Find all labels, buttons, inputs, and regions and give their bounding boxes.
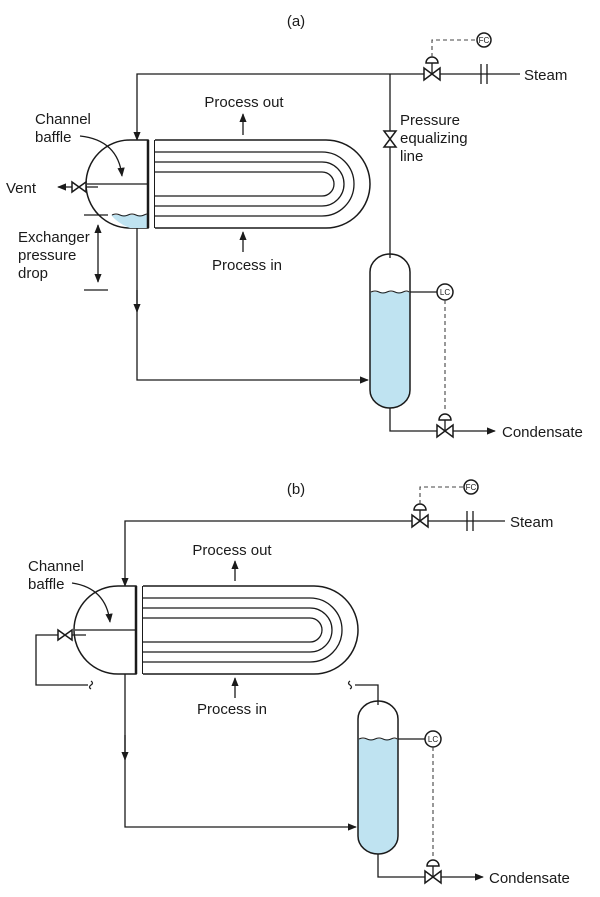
pipe-break-icon [347, 680, 353, 690]
shell-body [155, 139, 371, 229]
lc-label: LC [440, 288, 450, 297]
panel-a: (a) Steam FC Pressure equalizing [6, 13, 583, 441]
pressure-drop-label-3: drop [18, 265, 48, 282]
lc-label: LC [428, 735, 438, 744]
process-out-label: Process out [204, 94, 284, 111]
level-controller-icon: LC [424, 730, 442, 748]
panel-b-label: (b) [287, 481, 305, 498]
level-controller-icon: LC [436, 283, 454, 301]
process-in-label: Process in [197, 701, 267, 718]
pressure-equalizing-line-3: line [400, 148, 423, 165]
drum-inlet-pipe [136, 312, 369, 384]
fc-signal-line [431, 39, 477, 57]
condensate-label: Condensate [502, 424, 583, 441]
heat-exchanger [73, 585, 359, 675]
drum-liquid [370, 292, 410, 408]
steam-header-pipe [133, 73, 520, 141]
pressure-drop-label-2: pressure [18, 247, 76, 264]
condensate-label: Condensate [489, 870, 570, 887]
control-valve-icon [411, 503, 429, 529]
valve-icon [57, 628, 73, 642]
fc-label: FC [466, 483, 477, 492]
orifice-plate-icon [480, 64, 488, 84]
panel-a-label: (a) [287, 13, 305, 30]
control-valve-icon [436, 413, 454, 439]
condensate-line [389, 408, 496, 435]
flow-controller-icon: FC [463, 479, 479, 495]
valve-icon [71, 180, 87, 194]
pressure-equalizing-line-1: Pressure [400, 112, 460, 129]
pressure-equalizing-line-2: equalizing [400, 130, 468, 147]
pipe-break-icon [88, 680, 94, 690]
steam-header-pipe [121, 520, 505, 587]
orifice-plate-icon [466, 511, 474, 531]
channel-baffle-label-2: baffle [35, 129, 71, 146]
condensate-drum [357, 700, 399, 855]
steam-label: Steam [524, 67, 567, 84]
channel-baffle-arrow [71, 582, 113, 623]
drum-vent-stub [355, 684, 379, 705]
channel-baffle-label-1: Channel [35, 111, 91, 128]
process-in-label: Process in [212, 257, 282, 274]
channel-baffle-arrow [79, 135, 125, 177]
fc-label: FC [479, 36, 490, 45]
fc-signal-line [419, 486, 464, 504]
valve-icon [382, 130, 398, 148]
channel-baffle-label-1: Channel [28, 558, 84, 575]
drum-inlet-pipe [124, 760, 357, 831]
control-valve-icon [424, 859, 442, 885]
pressure-drop-label-1: Exchanger [18, 229, 90, 246]
shell-body [143, 585, 359, 675]
condensate-drum [369, 253, 411, 409]
vent-label: Vent [6, 180, 37, 197]
flow-controller-icon: FC [476, 32, 492, 48]
heat-exchanger [85, 139, 371, 229]
process-out-label: Process out [192, 542, 272, 559]
condensate-line [377, 854, 484, 881]
steam-label: Steam [510, 514, 553, 531]
panel-b: (b) Steam FC Chann [28, 479, 570, 887]
control-valve-icon [423, 56, 441, 82]
drum-liquid [358, 739, 398, 854]
channel-liquid [111, 215, 148, 228]
channel-baffle-label-2: baffle [28, 576, 64, 593]
